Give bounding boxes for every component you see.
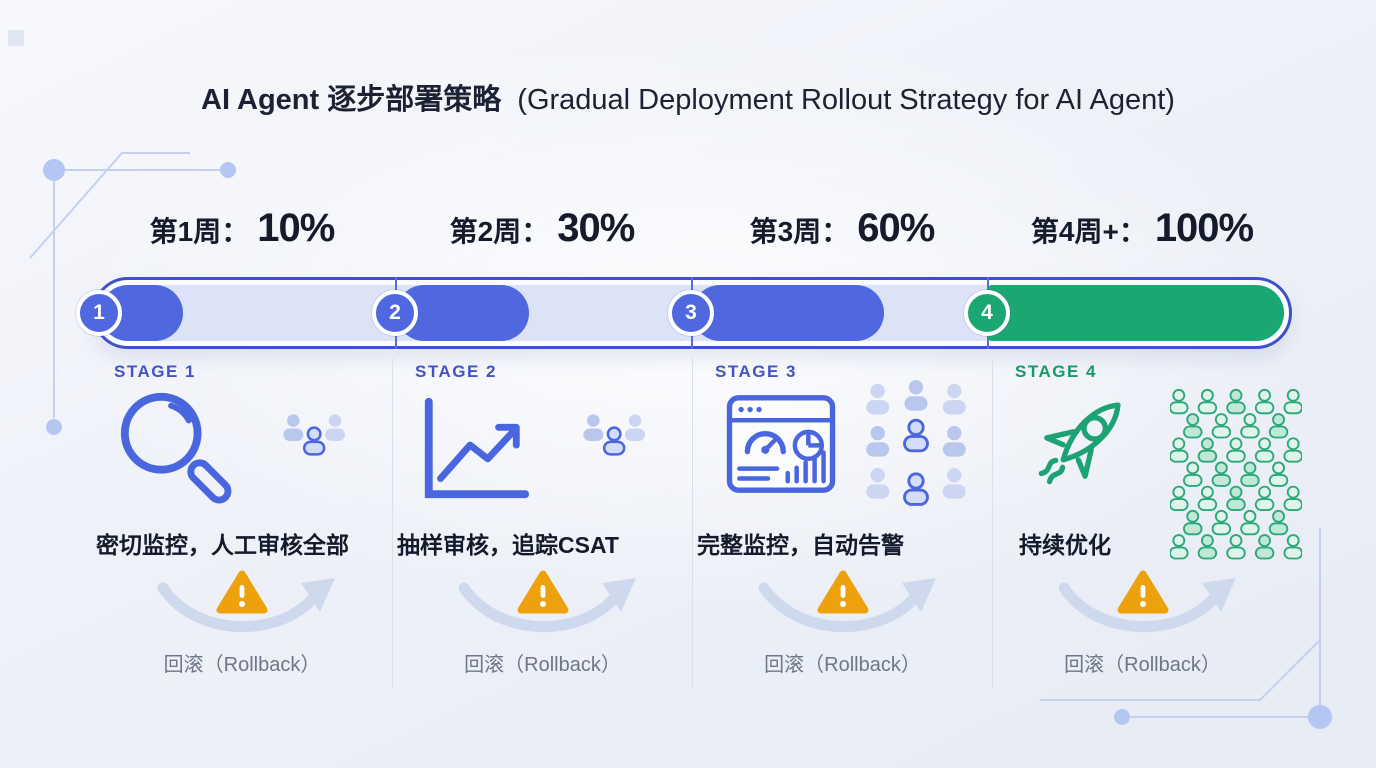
team-small-icon — [283, 414, 345, 456]
progress-fill-3 — [692, 285, 885, 341]
progress-bar-track: 1 2 3 4 — [76, 277, 1284, 349]
team-small-icon — [583, 414, 645, 456]
rocket-icon — [1038, 402, 1121, 485]
stage-1-label: STAGE 1 — [114, 362, 196, 381]
week-2-text: 第2周： — [449, 216, 550, 247]
rollback-label-2: 回滚（Rollback） — [464, 654, 621, 676]
stage-1-description: 密切监控，人工审核全部 — [96, 532, 349, 558]
crowd-large-icon — [1170, 388, 1302, 560]
stage-column-4: STAGE 4 持续优化 — [992, 358, 1302, 688]
week-4-text: 第4周+： — [1030, 216, 1147, 247]
warning-icon — [216, 570, 268, 614]
week-label-1: 第1周： 10% — [92, 206, 392, 251]
progress-segment-2: 2 — [372, 277, 692, 349]
rollback-group-2: 回滚（Rollback） — [393, 570, 692, 677]
page-title-main: AI Agent 逐步部署策略 — [201, 84, 502, 116]
crowd-medium-icon — [866, 380, 966, 506]
week-label-2: 第2周： 30% — [392, 206, 692, 251]
line-chart-icon — [424, 397, 530, 499]
rollback-label-4: 回滚（Rollback） — [1064, 654, 1221, 676]
week-1-text: 第1周： — [149, 216, 250, 247]
warning-icon — [517, 570, 568, 614]
progress-segment-1: 1 — [76, 285, 396, 341]
week-label-4: 第4周+： 100% — [992, 206, 1292, 251]
rollback-group-4: 回滚（Rollback） — [993, 570, 1292, 677]
stage-4-label: STAGE 4 — [1015, 362, 1097, 381]
stage-2-number-badge: 2 — [372, 290, 418, 336]
week-label-3: 第3周： 60% — [692, 206, 992, 251]
stage-column-2: STAGE 2 抽样审核，追踪CSAT — [392, 358, 692, 688]
dashboard-icon — [726, 395, 836, 493]
week-3-text: 第3周： — [749, 216, 850, 247]
stage-3-number-badge: 3 — [668, 290, 714, 336]
stage-4-number-badge: 4 — [964, 290, 1010, 336]
rollback-group-1: 回滚（Rollback） — [92, 570, 392, 677]
rollback-arrow-icon — [157, 578, 335, 633]
stage-column-3: STAGE 3 — [692, 358, 992, 688]
week-labels-row: 第1周： 10% 第2周： 30% 第3周： 60% 第4周+： 100% — [92, 206, 1292, 251]
stage-3-description: 完整监控，自动告警 — [697, 532, 904, 558]
rollback-label-1: 回滚（Rollback） — [163, 654, 321, 676]
week-2-percent: 30% — [557, 206, 635, 250]
stage-2-label: STAGE 2 — [415, 362, 497, 381]
stage-column-1: STAGE 1 密切监控，人工审核全部 — [92, 358, 392, 688]
progress-fill-2 — [396, 285, 530, 341]
rollback-arrow-icon — [1058, 578, 1236, 633]
stage-1-number-badge: 1 — [76, 290, 122, 336]
week-4-percent: 100% — [1154, 206, 1254, 250]
deployment-progress-bar: 1 2 3 4 — [76, 277, 1292, 349]
warning-icon — [1117, 570, 1168, 614]
week-3-percent: 60% — [857, 206, 935, 250]
rollback-arrow-icon — [758, 578, 936, 633]
page-title-sub: (Gradual Deployment Rollout Strategy for… — [517, 84, 1175, 116]
rollback-group-3: 回滚（Rollback） — [693, 570, 992, 677]
stage-columns: STAGE 1 密切监控，人工审核全部 — [92, 358, 1302, 688]
progress-segment-3: 3 — [668, 277, 988, 349]
page-title: AI Agent 逐步部署策略 (Gradual Deployment Roll… — [0, 76, 1376, 118]
week-1-percent: 10% — [257, 206, 335, 250]
progress-fill-4 — [988, 285, 1284, 341]
corner-square-decoration — [8, 30, 24, 46]
rollback-arrow-icon — [458, 578, 636, 633]
progress-segment-4: 4 — [964, 277, 1284, 349]
magnifier-icon — [120, 392, 232, 504]
stage-3-label: STAGE 3 — [715, 362, 797, 381]
stage-4-description: 持续优化 — [1019, 532, 1111, 558]
warning-icon — [817, 570, 868, 614]
rollback-label-3: 回滚（Rollback） — [764, 654, 921, 676]
stage-2-description: 抽样审核，追踪CSAT — [397, 532, 619, 558]
